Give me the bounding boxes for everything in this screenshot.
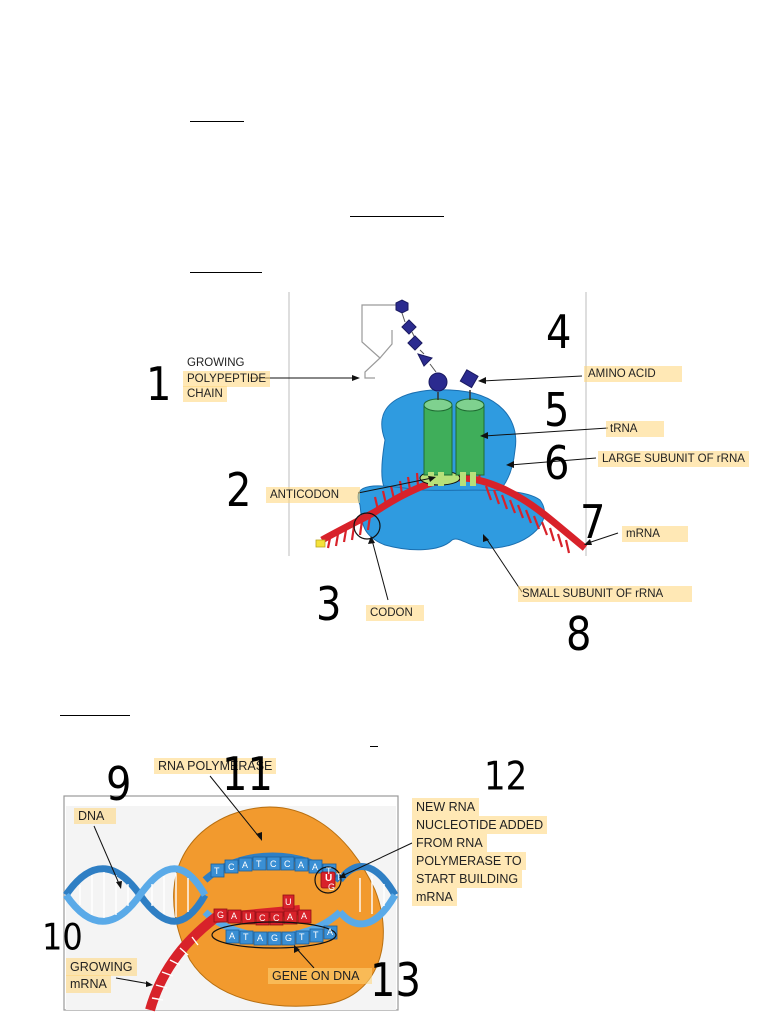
gene-ellipse bbox=[211, 921, 337, 949]
template-bases: A T A G G T T A bbox=[226, 927, 346, 945]
rna-base: U bbox=[245, 912, 252, 922]
template-base: T bbox=[313, 930, 319, 940]
amino-acid-label: AMINO ACID bbox=[584, 366, 682, 382]
template-base: T bbox=[243, 932, 249, 942]
answer-blank bbox=[190, 272, 262, 273]
template-base: A bbox=[229, 931, 236, 941]
new-rna-label-1: NEW RNA bbox=[412, 798, 480, 816]
handwritten-number-10: 10 bbox=[42, 915, 83, 959]
template-base: T bbox=[299, 932, 305, 942]
rna-bases: G A U C C A A U bbox=[214, 897, 334, 924]
dna-base: G bbox=[328, 882, 336, 892]
handwritten-number-13: 13 bbox=[370, 954, 421, 1008]
new-rna-label-3: FROM RNA bbox=[412, 834, 487, 852]
rna-polymerase bbox=[173, 806, 384, 1007]
growing-mrna-label-2: mRNA bbox=[66, 975, 111, 993]
answer-blank bbox=[190, 121, 244, 122]
rna-base: A bbox=[287, 912, 294, 922]
translation-diagram bbox=[250, 292, 619, 601]
dna-top-bases: T C A T C C A A T T G bbox=[211, 856, 342, 892]
rna-base: C bbox=[273, 913, 280, 923]
anticodon-label: ANTICODON bbox=[266, 487, 360, 503]
template-base: A bbox=[257, 933, 264, 943]
polypeptide-chain bbox=[395, 299, 479, 392]
template-base: A bbox=[327, 927, 334, 937]
new-rna-label-6: mRNA bbox=[412, 888, 457, 906]
handwritten-number-11: 11 bbox=[222, 748, 273, 802]
growing-polypeptide-label-3: CHAIN bbox=[183, 386, 227, 402]
growing-polypeptide-label-1: GROWING bbox=[187, 357, 245, 369]
dna-base: C bbox=[270, 859, 277, 869]
codon-label: CODON bbox=[366, 605, 424, 621]
rna-base: G bbox=[217, 910, 225, 920]
rna-base: A bbox=[231, 911, 238, 921]
dna-base: C bbox=[228, 862, 235, 872]
handwritten-number-7: 7 bbox=[580, 496, 606, 550]
growing-polypeptide-label-2: POLYPEPTIDE bbox=[183, 371, 271, 387]
answer-blank bbox=[60, 715, 130, 716]
dna-base: T bbox=[214, 866, 220, 876]
large-subunit-label: LARGE SUBUNIT OF rRNA bbox=[598, 451, 749, 467]
rna-polymerase-label: RNA POLYMERASE bbox=[154, 758, 277, 774]
dna-base: T bbox=[336, 872, 342, 882]
growing-mrna-label-1: GROWING bbox=[66, 958, 137, 976]
handwritten-number-3: 3 bbox=[316, 578, 342, 632]
dna-base: A bbox=[242, 860, 249, 870]
new-rna-label-4: POLYMERASE TO bbox=[412, 852, 526, 870]
handwritten-number-1: 1 bbox=[146, 358, 172, 412]
template-base: G bbox=[285, 933, 293, 943]
trna-label: tRNA bbox=[606, 421, 664, 437]
handwritten-number-12: 12 bbox=[484, 754, 528, 800]
dna-top-strand bbox=[210, 856, 337, 878]
codon-circle bbox=[353, 512, 381, 540]
template-base: G bbox=[271, 933, 279, 943]
dna-template-strand bbox=[225, 925, 338, 946]
mrna-label: mRNA bbox=[622, 526, 688, 542]
rna-base: C bbox=[259, 913, 266, 923]
growing-mrna-strand bbox=[145, 894, 312, 1012]
handwritten-number-5: 5 bbox=[544, 384, 570, 438]
nucleotide-base-letter: U bbox=[325, 873, 333, 884]
handwritten-number-2: 2 bbox=[226, 464, 252, 518]
trna-molecules bbox=[423, 390, 485, 486]
dna-base: A bbox=[298, 860, 305, 870]
new-nucleotide-circle bbox=[314, 866, 342, 894]
handwritten-number-6: 6 bbox=[544, 437, 570, 491]
small-subunit-label: SMALL SUBUNIT OF rRNA bbox=[518, 586, 692, 602]
handwritten-number-9: 9 bbox=[106, 758, 132, 812]
answer-blank bbox=[370, 746, 378, 747]
dna-label: DNA bbox=[74, 808, 116, 824]
rna-base: A bbox=[301, 911, 308, 921]
answer-blank bbox=[350, 216, 444, 217]
new-rna-label-2: NUCLEOTIDE ADDED bbox=[412, 816, 548, 834]
handwritten-number-8: 8 bbox=[566, 608, 592, 662]
dna-base: T bbox=[326, 866, 332, 876]
new-rna-label-5: START BUILDING bbox=[412, 870, 523, 888]
handwritten-number-4: 4 bbox=[546, 306, 572, 360]
dna-base: C bbox=[284, 859, 291, 869]
rna-base: U bbox=[285, 897, 292, 907]
dna-base: T bbox=[256, 859, 262, 869]
gene-on-dna-label: GENE ON DNA bbox=[268, 968, 372, 984]
dna-base: A bbox=[312, 862, 319, 872]
